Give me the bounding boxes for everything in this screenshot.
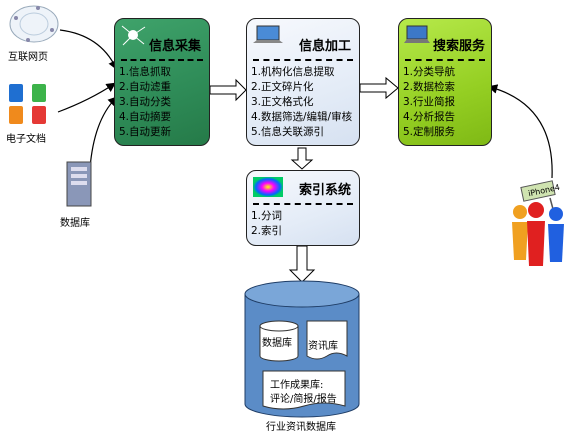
internet-globe-icon bbox=[8, 4, 60, 44]
index-list: 1.分词 2.索引 bbox=[251, 209, 282, 239]
list-item: 4.数据筛选/编辑/审核 bbox=[251, 111, 353, 123]
news-doc-shape bbox=[306, 320, 348, 362]
list-item: 3.行业简报 bbox=[403, 96, 456, 108]
search-list: 1.分类导航 2.数据检索 3.行业简报 4.分析报告 5.定制服务 bbox=[403, 65, 455, 140]
laptop-icon bbox=[251, 23, 285, 47]
arrow-index-to-store bbox=[288, 245, 316, 283]
list-item: 4.分析报告 bbox=[403, 111, 456, 123]
database-server-icon bbox=[64, 160, 94, 210]
industry-database-caption: 行业资讯数据库 bbox=[266, 422, 336, 433]
web-pages-label: 互联网页 bbox=[8, 52, 48, 63]
users-group-icon bbox=[500, 176, 580, 272]
news-sub-label: 资讯库 bbox=[308, 341, 338, 352]
work-results-box bbox=[262, 370, 346, 412]
arrow-process-to-search bbox=[359, 76, 399, 100]
list-item: 1.信息抓取 bbox=[119, 66, 172, 78]
list-item: 1.机构化信息提取 bbox=[251, 66, 335, 78]
list-item: 5.自动更新 bbox=[119, 126, 172, 138]
search-divider bbox=[405, 59, 485, 61]
info-process-box: 信息加工 1.机构化信息提取 2.正文碎片化 3.正文格式化 4.数据筛选/编辑… bbox=[246, 18, 360, 146]
colorful-swirl-icon bbox=[251, 175, 285, 199]
info-collect-box: 信息采集 1.信息抓取 2.自动滤重 3.自动分类 4.自动摘要 5.自动更新 bbox=[114, 18, 210, 146]
arrow-docs-to-collect bbox=[57, 82, 116, 113]
database-sub-cylinder bbox=[258, 320, 300, 362]
list-item: 1.分词 bbox=[251, 210, 283, 222]
process-title: 信息加工 bbox=[299, 39, 352, 54]
arrow-collect-to-process bbox=[209, 78, 247, 102]
index-divider bbox=[253, 203, 353, 205]
collect-title: 信息采集 bbox=[149, 39, 202, 54]
work-results-line1: 工作成果库: bbox=[270, 380, 324, 391]
search-service-box: 搜索服务 1.分类导航 2.数据检索 3.行业简报 4.分析报告 5.定制服务 bbox=[398, 18, 492, 146]
arrow-web-to-collect bbox=[59, 29, 118, 71]
arrow-db-to-collect bbox=[89, 96, 118, 169]
database-source-label: 数据库 bbox=[60, 218, 90, 229]
list-item: 5.信息关联源引 bbox=[251, 126, 325, 138]
work-results-line2: 评论/简报/报告 bbox=[270, 394, 337, 405]
collect-list: 1.信息抓取 2.自动滤重 3.自动分类 4.自动摘要 5.自动更新 bbox=[119, 65, 171, 140]
index-system-box: 索引系统 1.分词 2.索引 bbox=[246, 170, 360, 246]
search-title: 搜索服务 bbox=[433, 39, 486, 54]
collect-divider bbox=[121, 59, 203, 61]
documents-icon bbox=[6, 82, 56, 126]
list-item: 2.正文碎片化 bbox=[251, 81, 314, 93]
list-item: 2.索引 bbox=[251, 225, 283, 237]
list-item: 2.数据检索 bbox=[403, 81, 456, 93]
list-item: 3.自动分类 bbox=[119, 96, 172, 108]
process-list: 1.机构化信息提取 2.正文碎片化 3.正文格式化 4.数据筛选/编辑/审核 5… bbox=[251, 65, 352, 140]
list-item: 1.分类导航 bbox=[403, 66, 456, 78]
arrow-users-to-search bbox=[487, 84, 553, 179]
arrow-process-to-index bbox=[290, 147, 314, 170]
index-title: 索引系统 bbox=[299, 183, 352, 198]
list-item: 5.定制服务 bbox=[403, 126, 456, 138]
process-divider bbox=[253, 59, 353, 61]
list-item: 2.自动滤重 bbox=[119, 81, 172, 93]
list-item: 3.正文格式化 bbox=[251, 96, 314, 108]
network-icon bbox=[119, 23, 147, 47]
list-item: 4.自动摘要 bbox=[119, 111, 172, 123]
database-sub-label: 数据库 bbox=[262, 338, 292, 349]
electronic-docs-label: 电子文档 bbox=[6, 134, 46, 145]
laptop-search-icon bbox=[403, 23, 431, 47]
